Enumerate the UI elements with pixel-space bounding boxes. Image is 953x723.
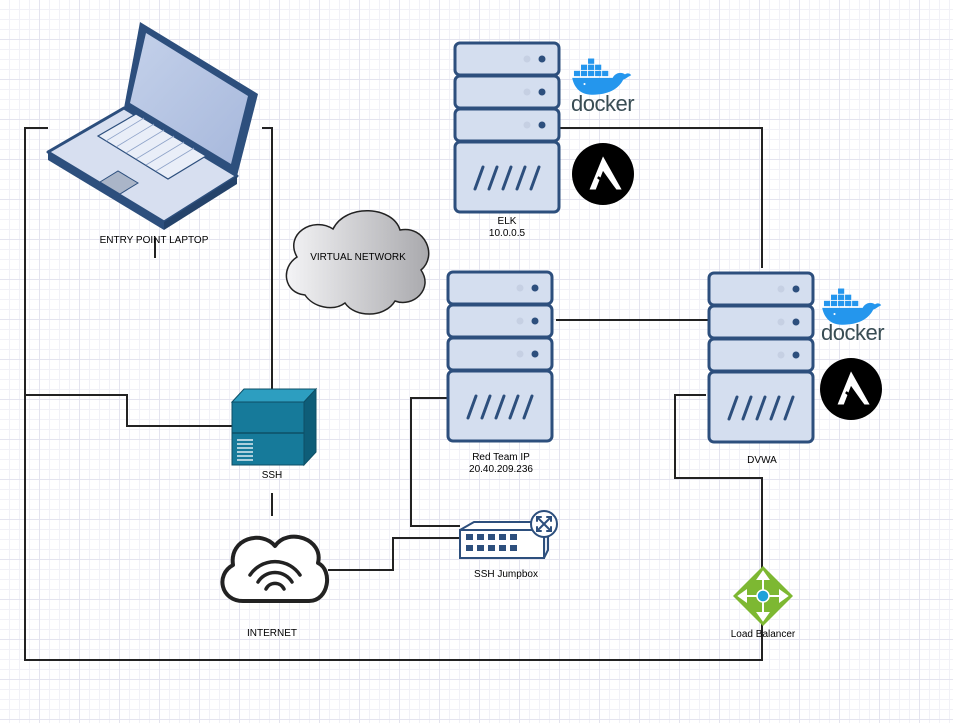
virtual-network-cloud-icon [285,210,430,315]
docker-logo-text: docker [571,91,635,116]
connector-jumpbox-redteam [410,397,460,527]
connector-elk-dvwa [556,127,763,268]
connector-laptop-ssh [262,127,273,393]
laptop-icon [46,22,258,230]
load-balancer-icon [733,566,793,626]
internet-cloud-icon [220,534,330,603]
dvwa-label: DVWA [747,455,777,466]
dvwa-server-icon [707,271,815,444]
virtual-network-label: VIRTUAL NETWORK [310,252,406,263]
connector-internet-jumpbox [328,537,460,571]
ansible-icon [572,143,634,205]
connector-left-ssh [25,394,232,427]
redteam-label: Red Team IP [472,452,530,463]
redteam-server-icon [446,270,554,443]
switch-icon [459,510,558,559]
ssh-box-icon [230,387,318,467]
ssh-jumpbox-label: SSH Jumpbox [474,569,538,580]
ansible-icon [820,358,882,420]
redteam-ip: 20.40.209.236 [469,464,533,475]
entry-point-laptop-label: ENTRY POINT LAPTOP [99,235,209,246]
docker-whale-icon [572,58,632,95]
docker-logo-text: docker [821,320,885,345]
internet-label: INTERNET [247,628,297,639]
elk-ip: 10.0.0.5 [488,228,526,239]
load-balancer-label: Load Balancer [730,629,796,640]
elk-server-icon [453,41,561,214]
elk-label: ELK [497,216,517,227]
ssh-label: SSH [261,470,283,481]
